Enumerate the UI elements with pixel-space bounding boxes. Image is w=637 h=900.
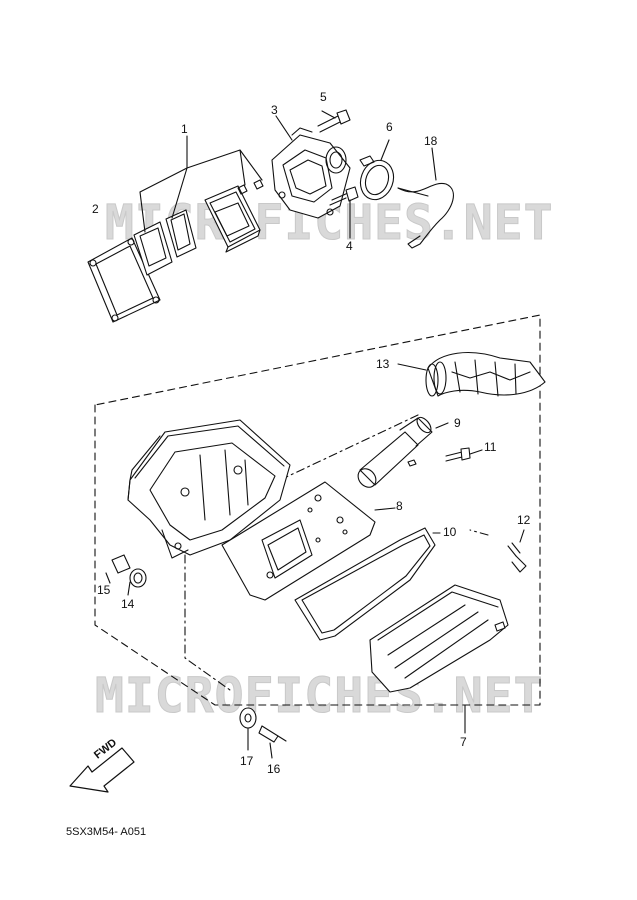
- air-cleaner-case: [127, 419, 291, 559]
- callout-5: 5: [320, 90, 327, 104]
- wire-clip-part-18: [397, 147, 454, 249]
- filter-element-part-8: [221, 481, 396, 601]
- callout-13: 13: [376, 357, 390, 371]
- callout-12: 12: [517, 513, 531, 527]
- callout-8: 8: [396, 499, 403, 513]
- callout-17: 17: [240, 754, 254, 768]
- fwd-direction-arrow: [69, 747, 135, 793]
- case-cap-part-7: [369, 584, 509, 734]
- callout-18: 18: [424, 134, 438, 148]
- intake-manifold-part-3: [271, 115, 351, 219]
- callout-7: 7: [460, 735, 467, 749]
- bolt-part-4: [329, 186, 359, 239]
- watermark-bottom: MICROFICHES.NET: [94, 668, 544, 725]
- callout-6: 6: [386, 120, 393, 134]
- reed-petal-left: [133, 221, 173, 276]
- callout-9: 9: [454, 416, 461, 430]
- reed-screws: [237, 179, 264, 195]
- callout-1: 1: [181, 122, 188, 136]
- breather-tube-part-9: [357, 416, 449, 488]
- reed-gasket-part-2: [87, 237, 161, 323]
- screw-part-12: [507, 529, 527, 573]
- reed-petal-right: [165, 209, 197, 258]
- bolt-part-5: [317, 109, 351, 133]
- reed-block-part-1: [204, 185, 261, 253]
- diagram-code: 5SX3M54- A051: [66, 826, 147, 838]
- case-gasket-part-10: [294, 527, 441, 641]
- callout-11: 11: [484, 440, 497, 454]
- intake-duct-part-13: [397, 352, 546, 397]
- callout-2: 2: [92, 202, 99, 216]
- air-cleaner-outline: [94, 314, 541, 706]
- callout-10: 10: [443, 525, 457, 539]
- callout-16: 16: [267, 762, 281, 776]
- callout-14: 14: [121, 597, 135, 611]
- screw-part-11: [445, 447, 483, 462]
- callout-4: 4: [346, 239, 353, 253]
- collar-part-14: [127, 568, 147, 596]
- grommet-part-15: [105, 554, 131, 584]
- hose-clamp-part-6: [359, 139, 395, 201]
- screw-part-16: [258, 725, 287, 759]
- washer-part-17: [239, 707, 257, 751]
- callout-3: 3: [271, 103, 278, 117]
- callout-15: 15: [97, 583, 111, 597]
